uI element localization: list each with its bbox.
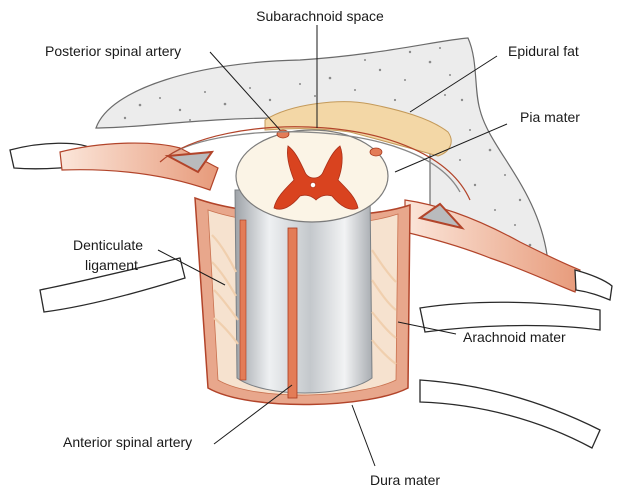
label-subarachnoid-space: Subarachnoid space [256,8,384,24]
label-epidural-fat: Epidural fat [508,43,579,59]
cord-cross-section [236,130,388,222]
lateral-vessel-left [240,220,246,380]
label-anterior-spinal-artery: Anterior spinal artery [63,434,192,450]
nerve-root-right-bottom [420,380,600,448]
nerve-root-right-upper [575,270,612,300]
label-denticulate-line1: Denticulate [73,237,143,253]
label-arachnoid-mater: Arachnoid mater [463,329,566,345]
label-posterior-spinal-artery: Posterior spinal artery [45,43,181,59]
nerve-root-right-lower [420,302,600,332]
label-pia-mater: Pia mater [520,109,580,125]
anterior-spinal-artery-vessel [288,228,297,398]
leader-dura [352,405,375,466]
label-denticulate-line2: ligament [85,257,138,273]
central-canal [310,182,315,187]
posterior-spinal-artery-right [370,148,382,156]
label-dura-mater: Dura mater [370,472,440,488]
